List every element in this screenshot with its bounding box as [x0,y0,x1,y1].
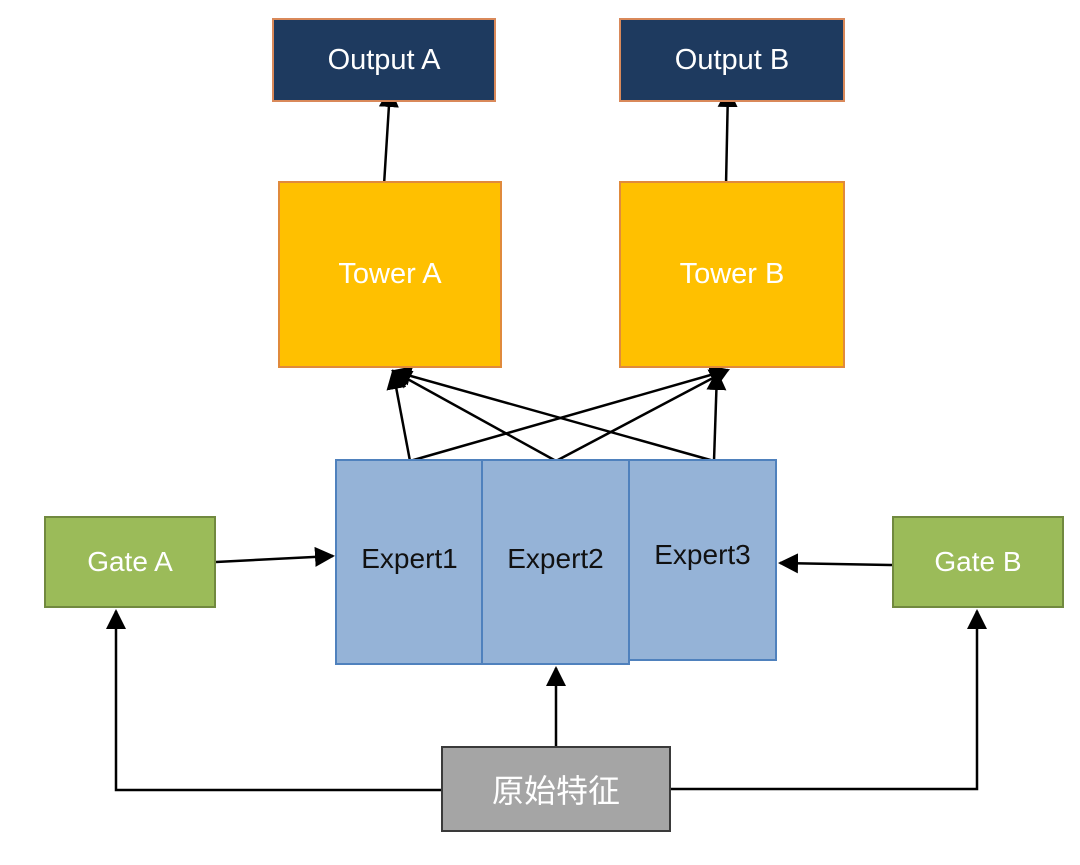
tower-a-label: Tower A [338,258,442,290]
edge-tower-a-to-output-a [378,87,399,186]
edge-expert3-to-tower-b [706,370,727,462]
tower-a-node: Tower A [278,181,502,368]
edge-gate-a-to-experts [215,546,335,567]
output-b-label: Output B [674,43,790,76]
edge-gate-b-to-experts [778,553,893,574]
tower-b-label: Tower B [679,258,785,290]
edge-expert3-to-tower-a [391,366,715,463]
expert-2-node: Expert2 [481,459,630,665]
expert-2-label: Expert2 [507,543,604,574]
edge-expert1-to-tower-a [386,369,412,462]
output-b-node: Output B [619,18,845,102]
edge-tower-b-to-output-b [717,87,738,186]
raw-features-node: 原始特征 [441,746,671,832]
raw-features-label: 原始特征 [491,773,620,809]
output-a-label: Output A [327,43,441,76]
expert-3-node: Expert3 [628,459,777,661]
edge-expert1-to-tower-b [409,365,730,463]
gate-b-node: Gate B [892,516,1064,608]
output-a-node: Output A [272,18,496,102]
gate-a-node: Gate A [44,516,216,608]
tower-b-node: Tower B [619,181,845,368]
gate-a-label: Gate A [87,546,173,577]
gate-b-label: Gate B [934,546,1022,577]
expert-1-node: Expert1 [335,459,484,665]
expert-3-label: Expert3 [654,539,751,570]
edge-expert2-to-tower-b [555,368,730,463]
expert-1-label: Expert1 [361,543,458,574]
edge-expert2-to-tower-a [391,369,557,463]
